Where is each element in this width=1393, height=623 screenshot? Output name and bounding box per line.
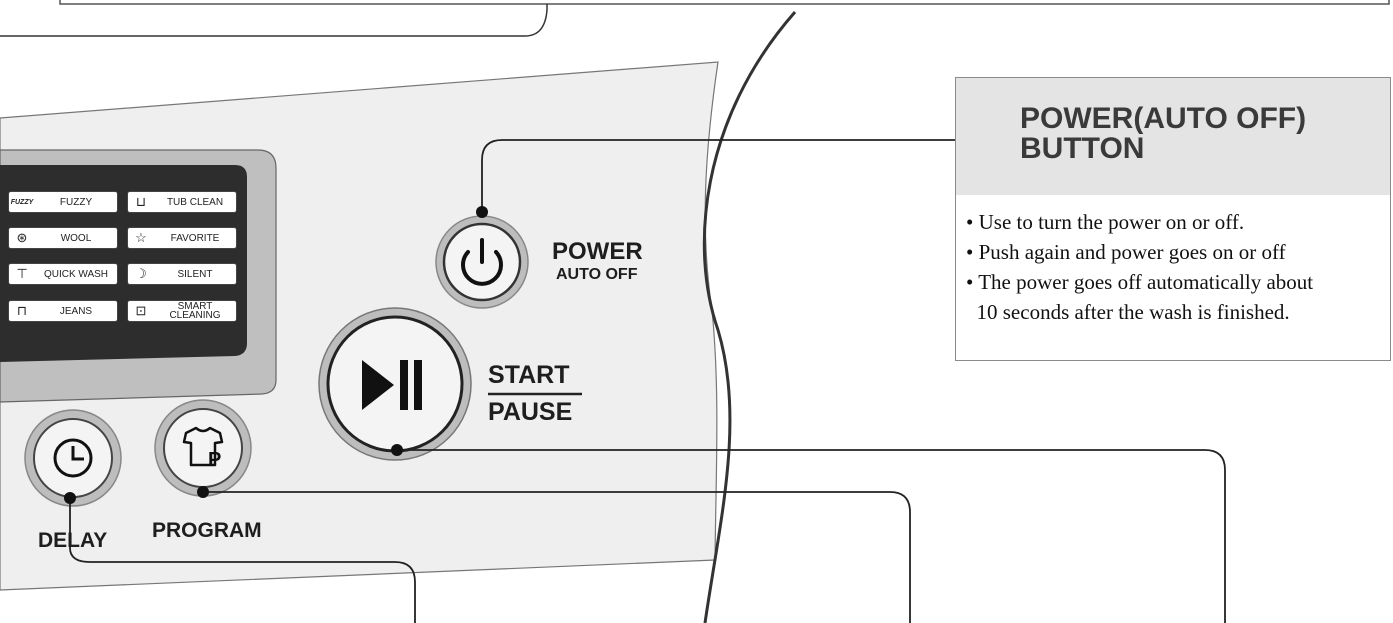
wool-icon: ⊛ <box>16 230 28 245</box>
favorite-star-icon: ☆ <box>135 230 147 245</box>
start-pause-leader-dot <box>391 444 403 456</box>
delay-button[interactable] <box>24 409 122 507</box>
tub-clean-icon: ⊔ <box>135 194 147 209</box>
start-pause-leader-line <box>397 449 1226 623</box>
silent-moon-icon: ☽ <box>135 266 147 281</box>
mode-label: TUB CLEAN <box>166 196 224 208</box>
start-label: START <box>488 361 570 389</box>
callout-title: POWER(AUTO OFF) BUTTON <box>956 78 1390 195</box>
program-button[interactable]: P <box>154 399 252 497</box>
mode-silent-button[interactable]: ☽ SILENT <box>127 263 237 285</box>
program-leader-line <box>203 491 911 623</box>
program-label: PROGRAM <box>152 519 262 542</box>
callout-title-line: POWER(AUTO OFF) <box>1020 102 1307 135</box>
mode-wool-button[interactable]: ⊛ WOOL <box>8 227 118 249</box>
mode-favorite-button[interactable]: ☆ FAVORITE <box>127 227 237 249</box>
mode-quick-wash-button[interactable]: ⊤ QUICK WASH <box>8 263 118 285</box>
mode-smart-cleaning-button[interactable]: ⊡ SMART CLEANING <box>127 300 237 322</box>
play-pause-icon <box>362 360 422 410</box>
callout-bullet: • Use to turn the power on or off. <box>966 210 1245 234</box>
start-pause-button[interactable] <box>318 307 472 461</box>
power-icon <box>461 238 503 286</box>
smart-cleaning-icon: ⊡ <box>135 303 147 318</box>
delay-leader-dot <box>64 492 76 504</box>
mode-label: FAVORITE <box>170 232 220 244</box>
power-label: POWER <box>552 238 643 265</box>
callout-title-line: BUTTON <box>1020 132 1145 165</box>
shirt-program-icon: P <box>182 426 224 471</box>
mode-label: FUZZY <box>59 196 93 208</box>
mode-label: JEANS <box>59 305 93 317</box>
clock-icon <box>53 438 93 478</box>
mode-label: WOOL <box>60 232 92 244</box>
callout-bullet: • Push again and power goes on or off <box>966 240 1286 264</box>
delay-leader-line <box>69 498 416 623</box>
top-callout-frame <box>59 0 1390 5</box>
power-button[interactable] <box>435 215 529 309</box>
callout-bullet: • The power goes off automatically about <box>966 270 1314 294</box>
mode-label: SMART CLEANING <box>169 301 221 321</box>
quick-wash-icon: ⊤ <box>16 266 28 281</box>
mode-fuzzy-button[interactable]: FUZZY FUZZY <box>8 191 118 213</box>
panel-edge-curve <box>702 11 797 623</box>
mode-tub-clean-button[interactable]: ⊔ TUB CLEAN <box>127 191 237 213</box>
power-leader-line <box>481 139 955 212</box>
top-leader-line <box>0 4 548 37</box>
mode-jeans-button[interactable]: ⊓ JEANS <box>8 300 118 322</box>
fuzzy-icon: FUZZY <box>10 198 34 206</box>
mode-label: SILENT <box>177 268 213 280</box>
jeans-icon: ⊓ <box>16 303 28 318</box>
delay-label: DELAY <box>38 529 108 552</box>
callout-body: • Use to turn the power on or off. • Pus… <box>956 195 1390 327</box>
leader-lines <box>69 139 1226 623</box>
power-sublabel: AUTO OFF <box>556 266 638 283</box>
mode-label: QUICK WASH <box>43 268 109 280</box>
svg-text:P: P <box>208 449 221 471</box>
program-leader-dot <box>197 486 209 498</box>
pause-label: PAUSE <box>488 398 573 426</box>
leader-dots <box>64 206 488 504</box>
power-leader-dot <box>476 206 488 218</box>
callout-bullet: 10 seconds after the wash is finished. <box>966 300 1290 324</box>
power-callout-box: POWER(AUTO OFF) BUTTON • Use to turn the… <box>955 77 1391 361</box>
